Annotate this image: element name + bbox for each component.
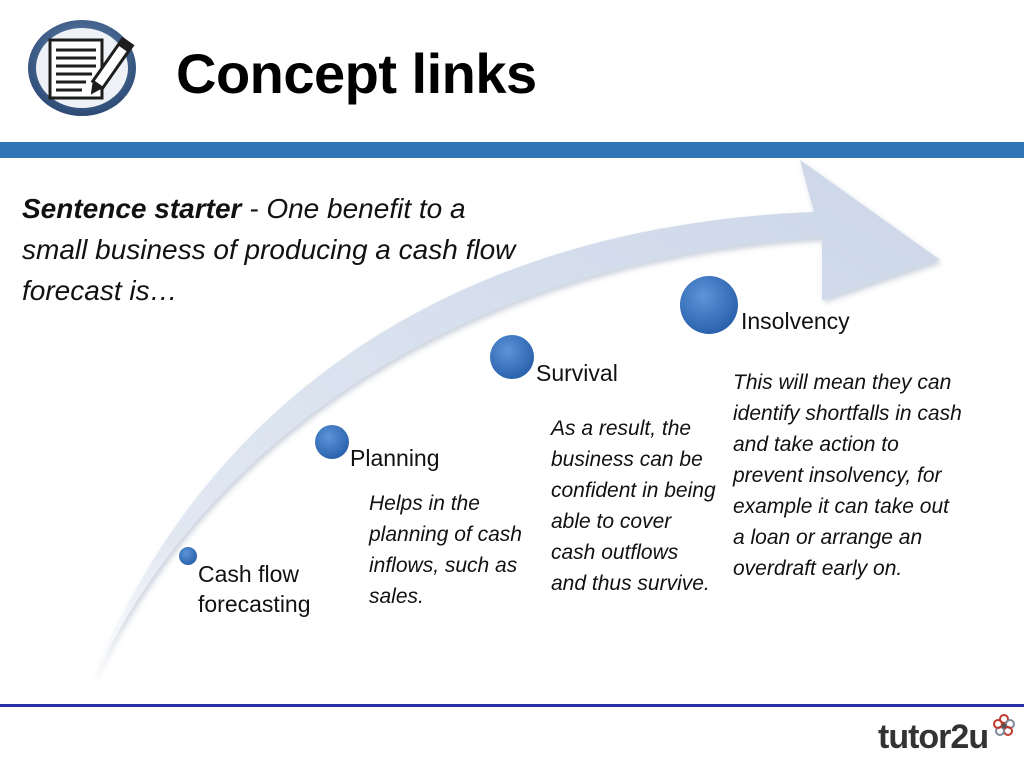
- footer-divider: [0, 704, 1024, 707]
- sentence-starter-text: One benefit to a small business of produ…: [22, 193, 516, 306]
- sentence-starter-separator: -: [241, 193, 267, 224]
- planning-description: Helps in the planning of cash inflows, s…: [369, 492, 522, 608]
- logo-text: tutor2u: [878, 718, 989, 756]
- insolvency-description: This will mean they can identify shortfa…: [733, 371, 962, 580]
- sentence-starter-label: Sentence starter: [22, 193, 242, 224]
- flower-icon: [993, 714, 1015, 736]
- page-title: Concept links: [176, 42, 537, 105]
- node-circle-survival: [490, 335, 534, 379]
- survival-description: As a result, the business can be confide…: [551, 417, 716, 595]
- node-circle-insolvency: [680, 276, 738, 334]
- arrow-shape: [92, 160, 940, 682]
- node-circle-cash-flow: [179, 547, 197, 565]
- node-label-survival: Survival: [536, 360, 618, 386]
- sentence-starter: Sentence starter - One benefit to a smal…: [22, 188, 522, 311]
- node-label-insolvency: Insolvency: [741, 308, 850, 334]
- notepad-pencil-icon: [28, 20, 136, 116]
- node-label-cash-flow: Cash flow forecasting: [198, 561, 311, 617]
- node-circle-planning: [315, 425, 349, 459]
- header-divider-band: [0, 142, 1024, 158]
- node-label-planning: Planning: [350, 445, 440, 471]
- tutor2u-logo: tutor2u: [878, 712, 1018, 764]
